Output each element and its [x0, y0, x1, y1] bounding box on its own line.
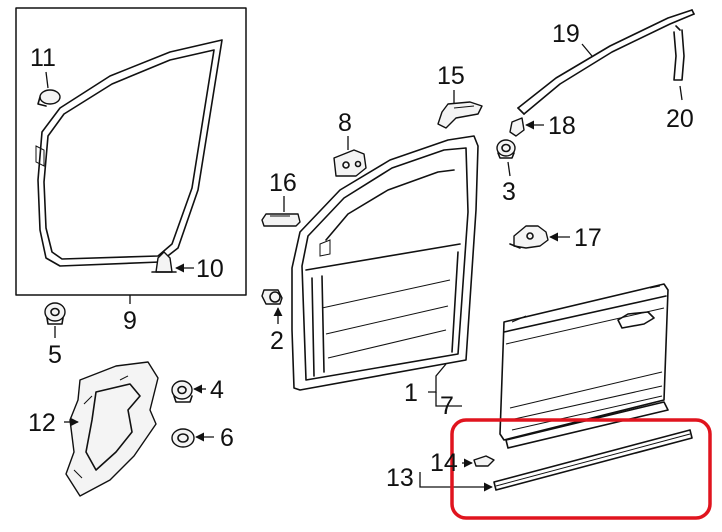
callout-2: 2	[270, 327, 284, 355]
front-door-panel-part-1	[291, 135, 479, 391]
callout-14: 14	[430, 449, 458, 477]
service-hole-cover-part-12	[65, 361, 159, 497]
grommet-part-3	[496, 139, 516, 159]
clip-part-18	[509, 117, 525, 137]
callout-16: 16	[269, 169, 297, 197]
door-weatherstrip-part-9	[35, 39, 223, 267]
leader-20	[679, 85, 683, 101]
trim-clip-part-16	[261, 213, 301, 227]
callout-13: 13	[386, 464, 414, 492]
lower-door-molding-part-13	[493, 401, 693, 491]
highlight-box	[450, 418, 712, 520]
callout-17: 17	[574, 224, 602, 252]
leader-19	[581, 43, 593, 57]
door-hinge-part-8	[333, 149, 367, 177]
molding-clip-part-14	[473, 455, 495, 467]
bracket-part-15	[437, 101, 483, 129]
callout-4: 4	[210, 376, 224, 404]
callout-12: 12	[28, 409, 56, 437]
callout-8: 8	[338, 109, 352, 137]
retainer-clip-part-10	[151, 251, 177, 273]
callout-11: 11	[30, 44, 56, 72]
callout-18: 18	[548, 112, 576, 140]
leader-1	[428, 363, 447, 393]
outer-door-skin-part-7	[499, 283, 669, 441]
bolt-part-4	[171, 380, 193, 403]
weatherstrip-inset-box	[15, 7, 247, 296]
callout-6: 6	[220, 424, 234, 452]
leader-13-bracket	[419, 472, 493, 492]
callout-10: 10	[196, 255, 224, 283]
leader-3	[507, 161, 511, 177]
bracket-part-17	[509, 225, 549, 249]
door-stopper-part-2	[261, 289, 283, 305]
callout-15: 15	[437, 62, 465, 90]
callout-19: 19	[552, 20, 580, 48]
nut-part-5	[44, 302, 66, 325]
weatherstrip-part-20	[673, 25, 685, 81]
callout-9: 9	[123, 307, 137, 335]
washer-part-6	[171, 428, 195, 448]
leader-11	[45, 71, 49, 89]
callout-20: 20	[666, 105, 694, 133]
push-clip-part-11	[37, 89, 61, 107]
belt-molding-part-19	[517, 9, 695, 115]
leader-1-7-bracket	[435, 392, 462, 407]
callout-7: 7	[440, 392, 454, 420]
callout-3: 3	[502, 178, 516, 206]
callout-1: 1	[404, 379, 418, 407]
callout-5: 5	[48, 341, 62, 369]
